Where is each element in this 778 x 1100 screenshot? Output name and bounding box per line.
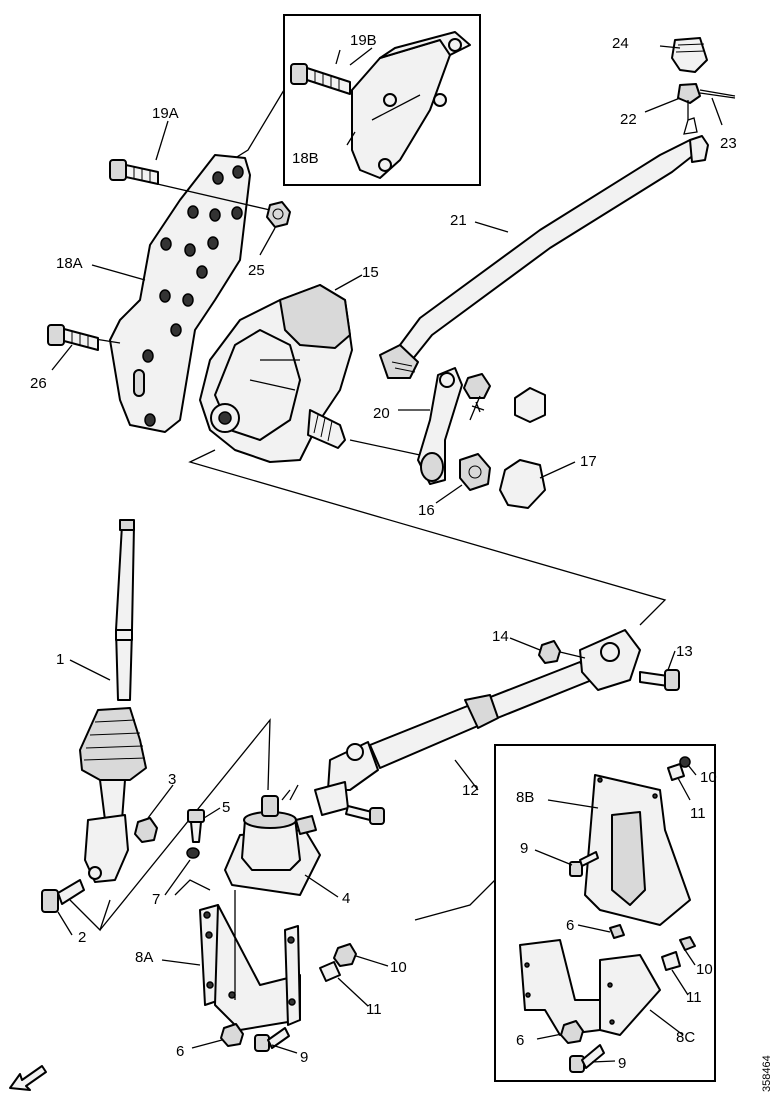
part-18a-mounting-plate [109,154,251,433]
part-17-cover [499,459,546,509]
part-12-clamp-bolt [345,805,385,825]
part-8c-bracket [519,939,661,1036]
part-9-bolt-left [254,1027,290,1052]
label-6-inset-mid: 6 [566,917,574,934]
label-20: 20 [373,405,390,422]
label-18b: 18B [292,150,319,167]
label-8b: 8B [516,789,534,806]
label-3: 3 [168,771,176,788]
part-10-nut-left [333,943,357,967]
part-16-nut [459,453,491,491]
front-direction-arrow-icon [9,1065,47,1091]
part-4-support-housing [224,795,321,896]
inset-frame-8bc [494,744,716,1082]
label-2: 2 [78,929,86,946]
label-6-left: 6 [176,1043,184,1060]
label-24: 24 [612,35,629,52]
part-9-bolt-inset-bottom [569,1044,605,1073]
part-26-bolt [47,324,99,351]
part-9-bolt-inset-top [569,851,599,877]
label-10-inset-top: 10 [700,769,717,786]
label-9-inset-top: 9 [520,840,528,857]
label-7: 7 [152,891,160,908]
label-15: 15 [362,264,379,281]
label-14: 14 [492,628,509,645]
part-15-steering-gearbox [199,284,353,463]
part-5-bolt [187,809,205,843]
label-5: 5 [222,799,230,816]
part-18b-bracket [351,31,471,179]
label-22: 22 [620,111,637,128]
part-21-drag-link [379,135,709,379]
part-19b-bolt [290,63,351,95]
part-6-nut-inset-bottom [560,1020,584,1044]
label-19b: 19B [350,32,377,49]
label-26: 26 [30,375,47,392]
label-21: 21 [450,212,467,229]
part-8b-bracket [584,774,691,926]
part-2-bolt [41,879,85,913]
label-13: 13 [676,643,693,660]
inset-frame-18b [283,14,481,186]
part-11-spacer-inset-bottom [661,951,681,971]
part-14-nut [538,640,561,664]
part-25-nut [266,201,291,228]
part-19a-bolt [109,159,159,185]
part-20-cap [514,387,546,423]
label-10-left: 10 [390,959,407,976]
label-11-inset-top: 11 [690,805,706,822]
label-23: 23 [720,135,737,152]
part-10-nut-inset-top [679,756,691,768]
part-1-steering-column [79,519,147,883]
part-20-drop-arm [417,367,463,485]
inset-pointer-18b [231,89,285,161]
label-18a: 18A [56,255,83,272]
part-13-bolt [639,669,680,691]
part-24-dust-cap [671,37,708,73]
part-3-nut [134,817,158,843]
part-7-washer [186,847,200,859]
part-6-nut-left [220,1023,244,1047]
part-12-intermediate-shaft [314,629,641,816]
label-6-inset-bottom: 6 [516,1032,524,1049]
label-19a: 19A [152,105,179,122]
inset-pointer-8bc [414,879,496,921]
label-17: 17 [580,453,597,470]
label-12: 12 [462,782,479,799]
part-20-ball-nut [463,373,491,399]
label-10-inset-bottom: 10 [696,961,713,978]
label-4: 4 [342,890,350,907]
label-25: 25 [248,262,265,279]
part-22-castle-nut [677,83,701,104]
part-6-nut-inset-mid [609,924,625,939]
label-9-left: 9 [300,1049,308,1066]
label-9-inset-bottom: 9 [618,1055,626,1072]
label-1: 1 [56,651,64,668]
part-23-split-pin [699,89,736,99]
part-10-nut-inset-bottom [679,936,696,951]
part-8a-bracket [199,904,301,1031]
label-16: 16 [418,502,435,519]
label-11-inset-bottom: 11 [686,989,702,1006]
reference-number: 358464 [761,1055,773,1092]
label-8c: 8C [676,1029,695,1046]
label-8a: 8A [135,949,153,966]
part-11-spacer-left [319,961,341,982]
label-11-left: 11 [366,1001,382,1018]
part-11-spacer-inset-top [667,763,685,781]
